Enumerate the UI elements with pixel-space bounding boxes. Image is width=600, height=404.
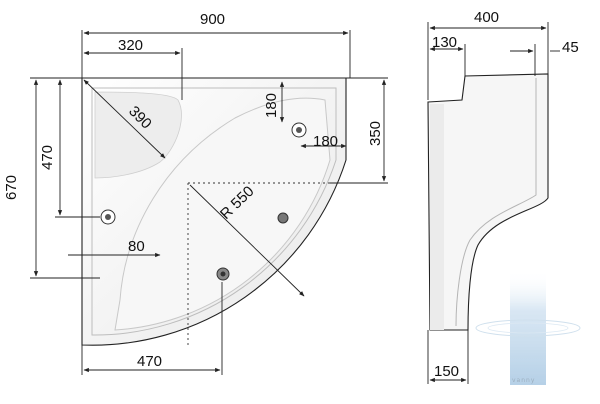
drain-left bbox=[100, 209, 116, 225]
label-400: 400 bbox=[474, 9, 499, 26]
drain-centre bbox=[277, 212, 289, 224]
label-320: 320 bbox=[118, 37, 143, 54]
watermark-text: vanny bbox=[512, 377, 535, 384]
label-180-vertical: 180 bbox=[263, 93, 280, 118]
label-670: 670 bbox=[3, 175, 20, 200]
drain-top-right bbox=[291, 122, 307, 138]
label-470-horizontal: 470 bbox=[137, 353, 162, 370]
label-80: 80 bbox=[128, 238, 145, 255]
label-900: 900 bbox=[200, 11, 225, 28]
tray-basin bbox=[114, 97, 331, 331]
side-profile-shade bbox=[430, 104, 444, 330]
dim-line-390 bbox=[83, 79, 166, 159]
drain-bottom bbox=[216, 267, 230, 281]
label-350: 350 bbox=[367, 121, 384, 146]
side-view: 400 130 45 150 bbox=[427, 9, 579, 384]
side-profile-inner bbox=[455, 78, 537, 327]
label-130: 130 bbox=[432, 34, 457, 51]
label-180-horizontal: 180 bbox=[313, 133, 338, 150]
label-470-vertical: 470 bbox=[39, 145, 56, 170]
radius-line bbox=[189, 184, 305, 297]
side-profile-shell bbox=[427, 73, 549, 331]
label-150: 150 bbox=[434, 363, 459, 380]
watermark-logo: vanny bbox=[475, 270, 581, 385]
plan-view: 900 320 670 470 390 180 180 350 R 550 80… bbox=[3, 11, 388, 375]
label-45: 45 bbox=[562, 39, 579, 56]
tray-inner-rim bbox=[91, 87, 337, 336]
